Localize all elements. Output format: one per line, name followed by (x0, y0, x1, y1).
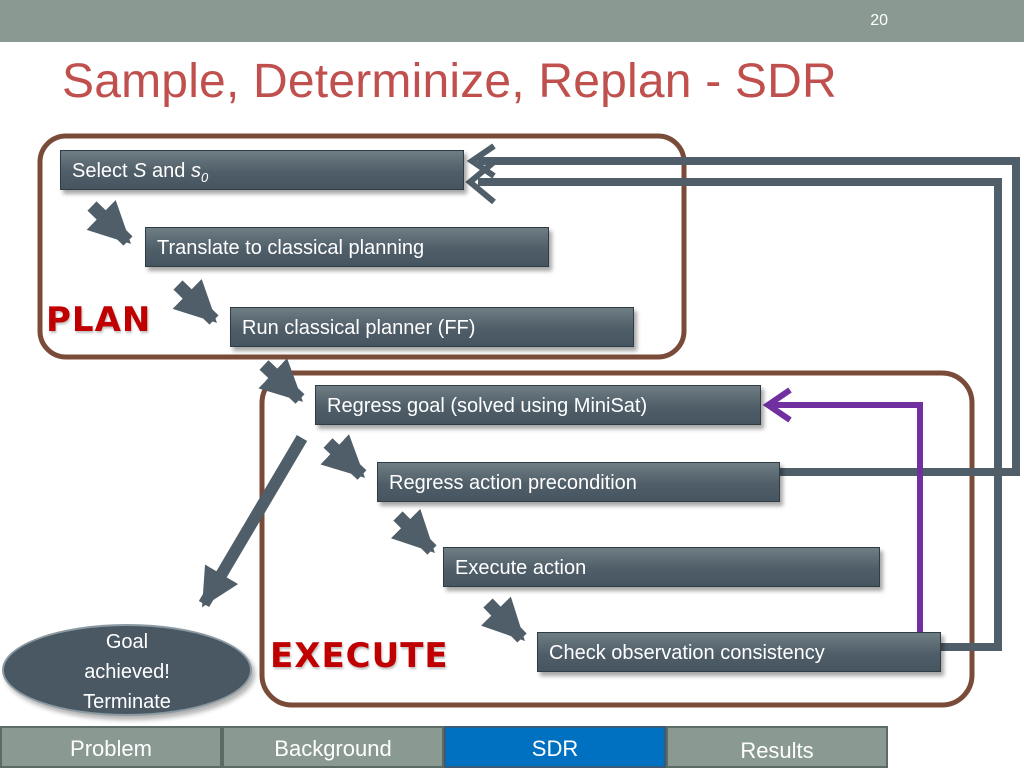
flow-arrow-6 (480, 596, 527, 643)
replan-arrow-from-regress-action (478, 157, 1020, 476)
flow-arrow-goal (198, 434, 308, 608)
flow-arrow-5 (390, 508, 437, 555)
step-select-s: Select S and s0 (60, 150, 464, 190)
var-s0: s0 (190, 160, 209, 185)
step-execute-action: Execute action (443, 547, 880, 587)
plan-group-border (37, 133, 687, 360)
nav-tab-background[interactable]: Background (222, 726, 444, 768)
flow-arrow-1 (86, 199, 133, 246)
flow-arrow-2 (172, 278, 219, 325)
execute-label: EXECUTE (270, 636, 449, 676)
slide-number: 20 (870, 12, 888, 29)
nav-tab-problem[interactable]: Problem (0, 726, 222, 768)
step-check-observation: Check observation consistency (537, 632, 941, 672)
step-regress-action: Regress action precondition (377, 462, 780, 502)
nav-tab-sdr[interactable]: SDR (444, 726, 666, 768)
flow-arrow-4 (320, 434, 367, 480)
slide-title: Sample, Determinize, Replan - SDR (62, 55, 837, 108)
observation-arrow (772, 402, 923, 632)
goal-achieved-terminal: Goal achieved! Terminate (2, 624, 252, 716)
nav-tab-results[interactable]: Results (666, 726, 888, 768)
step-translate: Translate to classical planning (145, 227, 549, 267)
replan-arrow-from-check-observation (478, 178, 1002, 651)
flow-arrow-3 (258, 358, 305, 404)
step-regress-goal: Regress goal (solved using MiniSat) (315, 385, 761, 425)
execute-group-border (259, 370, 975, 708)
var-s: S (133, 160, 147, 182)
plan-label: PLAN (46, 300, 152, 340)
top-bar: 20 (0, 0, 1024, 42)
step-run-planner: Run classical planner (FF) (230, 307, 634, 347)
